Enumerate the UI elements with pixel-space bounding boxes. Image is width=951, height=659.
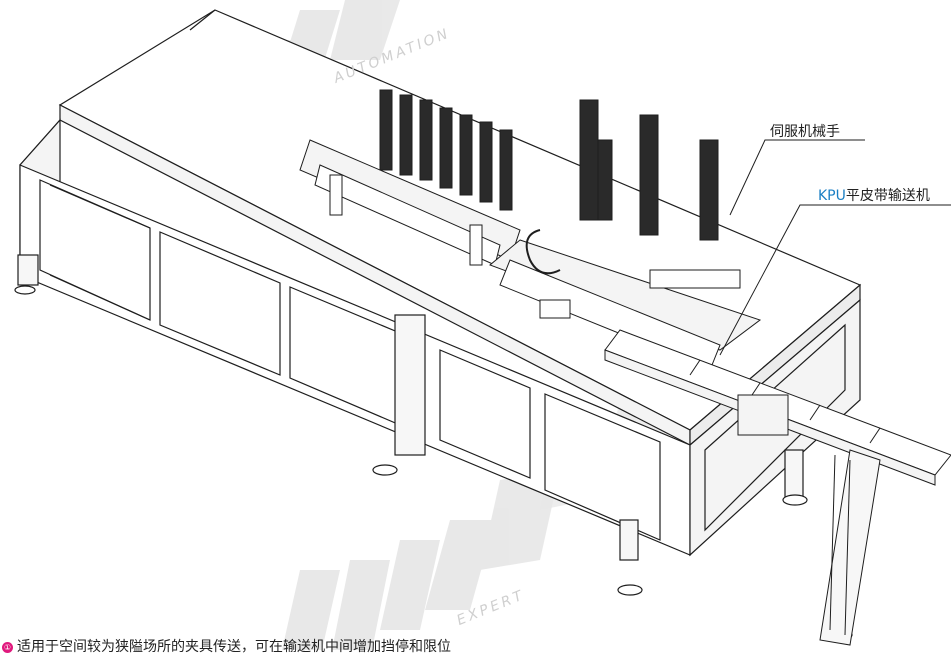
watermark-logo-bottom [282, 470, 560, 650]
caption-text: 适用于空间较为狭隘场所的夹具传送，可在输送机中间增加挡停和限位 [17, 639, 451, 655]
caption-bullet-icon: ① [2, 641, 13, 653]
servo-manipulator [489, 99, 762, 371]
leader-lines [719, 139, 951, 356]
conveyor-label: KPU平皮带输送机 [818, 188, 930, 204]
conveyor-label-prefix: KPU [818, 188, 846, 204]
servo-arm-label: 伺服机械手 [770, 124, 840, 140]
caption: ① 适用于空间较为狭隘场所的夹具传送，可在输送机中间增加挡停和限位 [2, 639, 451, 655]
kpu-conveyor [604, 329, 951, 646]
gripper-bank [299, 89, 521, 266]
conveyor-label-suffix: 平皮带输送机 [845, 188, 930, 204]
